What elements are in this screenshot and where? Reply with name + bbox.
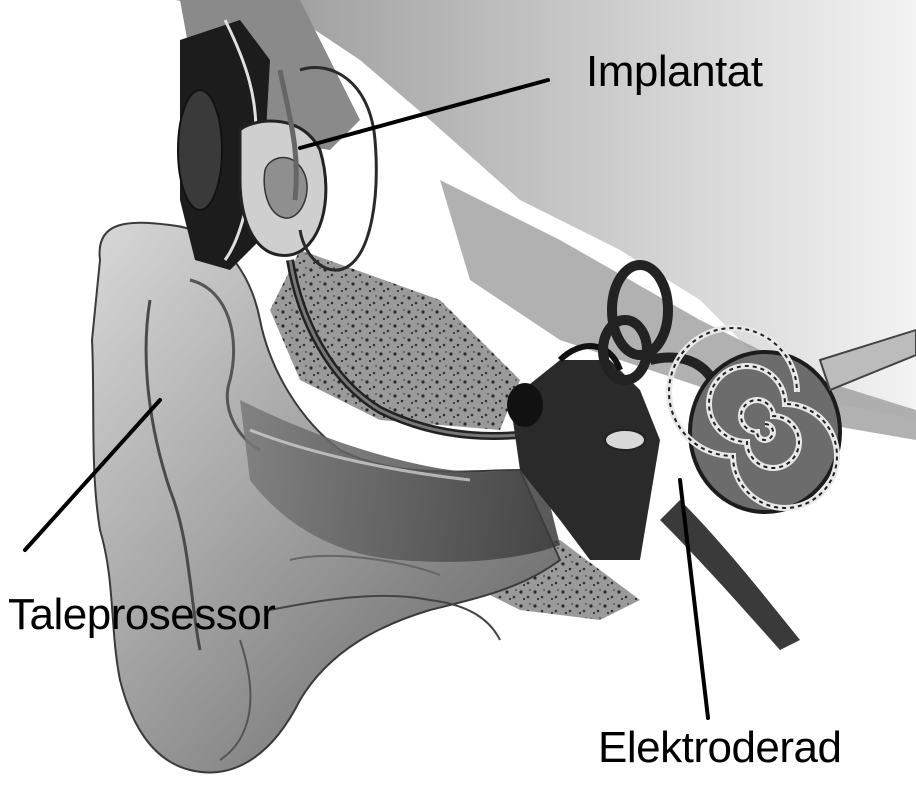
electrode-array-label: Elektroderad [598,726,841,770]
speech-processor-label: Taleprosessor [8,593,275,637]
implant-label: Implantat [586,50,762,94]
